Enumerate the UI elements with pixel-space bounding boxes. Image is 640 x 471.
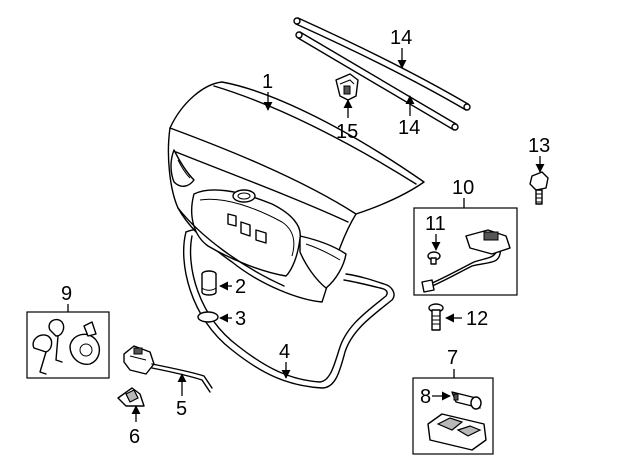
leader-lines: [67, 48, 545, 422]
callout-13: 13: [528, 135, 550, 157]
callout-6: 6: [129, 426, 140, 448]
callout-14-top: 14: [390, 27, 412, 49]
callout-labels: 1 2 3 4 5 6 7 8 9 10 11 12 13 14 14 15: [61, 27, 550, 448]
bracket: [335, 73, 359, 101]
callout-10: 10: [452, 177, 474, 199]
trunk-lid: [167, 81, 425, 303]
callout-14-bottom: 14: [398, 117, 420, 139]
bumper-stop: [201, 270, 217, 296]
callout-1: 1: [262, 71, 273, 93]
callout-11: 11: [425, 213, 446, 235]
license-lamp-box: [412, 377, 494, 455]
callout-12: 12: [466, 308, 488, 330]
plug: [197, 311, 219, 323]
lock-screw: [427, 251, 441, 265]
lamp-bulb: [451, 391, 482, 410]
lock-bolt: [428, 303, 444, 331]
callout-7: 7: [447, 347, 458, 369]
lock-assembly-box: [413, 207, 518, 296]
bolt: [529, 171, 549, 205]
callout-8: 8: [420, 386, 431, 408]
lock-actuator-cable: [421, 229, 511, 293]
clip: [117, 387, 145, 407]
keys-and-cylinder: [32, 318, 101, 375]
trunk-support-rods: [293, 17, 471, 131]
callout-2: 2: [235, 276, 246, 298]
latch-and-rod: [123, 345, 213, 393]
callout-9: 9: [61, 283, 72, 305]
lamp-housing: [427, 413, 487, 451]
callout-15: 15: [336, 121, 358, 143]
callout-5: 5: [176, 398, 187, 420]
callout-3: 3: [235, 308, 246, 330]
callout-4: 4: [279, 341, 290, 363]
